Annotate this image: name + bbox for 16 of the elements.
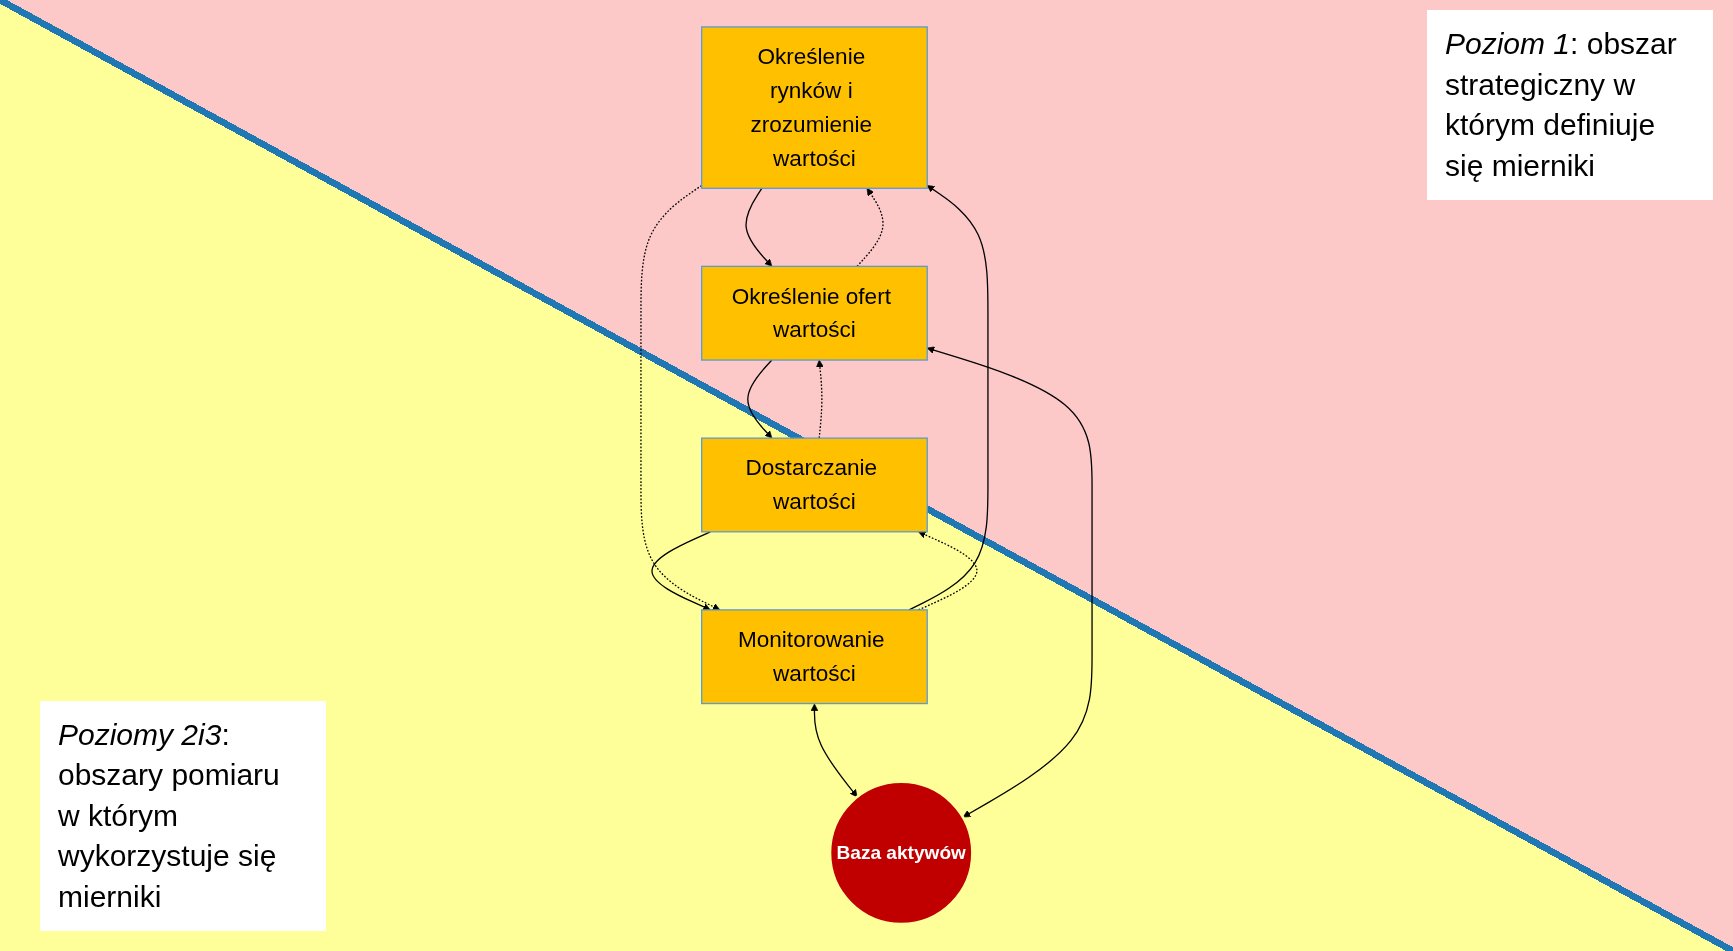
node-box: Monitorowanie wartości [701,609,928,705]
arrow [640,184,721,611]
node-box: Dostarczanie wartości [701,437,928,533]
arrow [816,359,824,439]
arrow [856,187,884,267]
arrow [917,531,978,611]
node-box: Określenie ofert wartości [701,265,928,361]
arrow [745,187,773,267]
arrow [747,359,773,439]
node-box: Określenie rynków i zrozumienie wartości [701,26,928,189]
note: Poziomy 2i3: obszary pomiaru w którym wykorzystuje się mierniki [40,700,326,931]
arrow [908,185,989,611]
arrow [810,703,858,798]
note: Poziom 1: obszar strategiczny w którym definiuje się mierniki [1427,10,1713,200]
node-circle: Baza aktywów [828,780,974,926]
arrow [651,531,711,611]
